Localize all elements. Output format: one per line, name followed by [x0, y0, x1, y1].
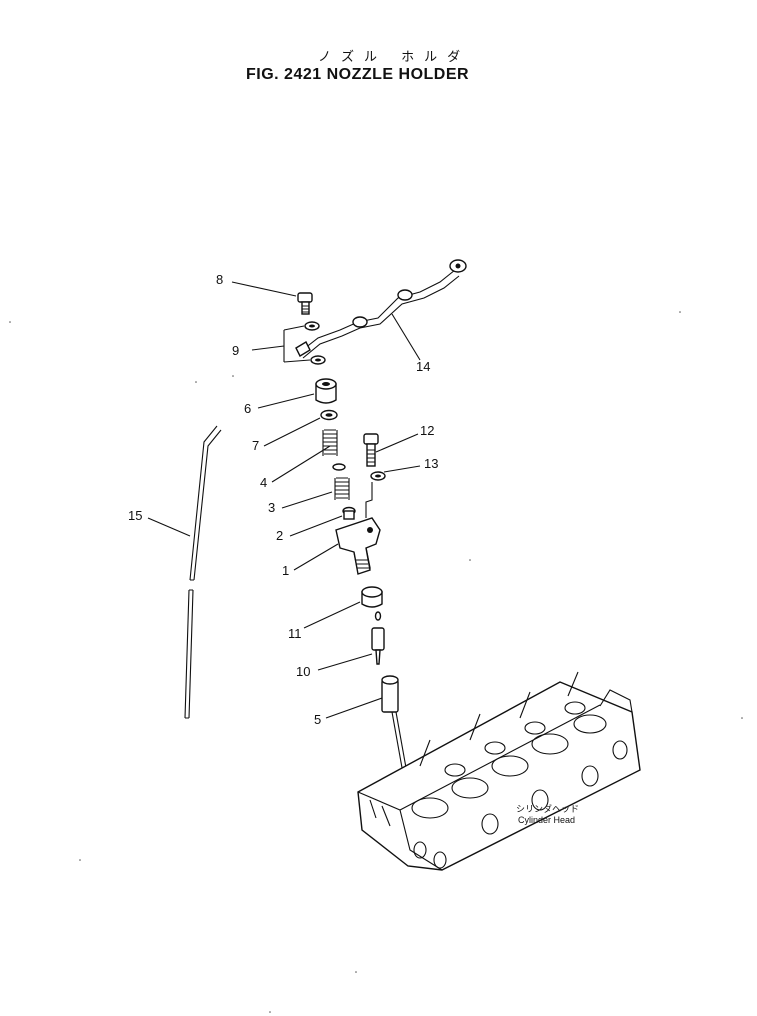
callout-8: 8 — [216, 272, 223, 287]
callout-14: 14 — [416, 359, 430, 374]
part-4-spring — [322, 429, 346, 471]
part-12-bolt — [363, 433, 379, 467]
part-6-cap-nut — [315, 378, 337, 404]
part-2-fitting — [342, 506, 356, 520]
callout-4: 4 — [260, 475, 267, 490]
scan-specks — [9, 311, 743, 1013]
part-11-nut — [361, 586, 383, 621]
part-7-washer — [320, 409, 338, 421]
part-5-sleeve — [381, 675, 411, 791]
cylinder-head-label-kana: シリンダヘッド — [516, 803, 579, 814]
callout-6: 6 — [244, 401, 251, 416]
callout-5: 5 — [314, 712, 321, 727]
callout-2: 2 — [276, 528, 283, 543]
part-15-rod — [184, 425, 222, 719]
callout-13: 13 — [424, 456, 438, 471]
part-1-nozzle-holder — [335, 517, 381, 575]
callout-15: 15 — [128, 508, 142, 523]
figure-title: FIG. 2421 NOZZLE HOLDER — [246, 66, 470, 83]
callout-1: 1 — [282, 563, 289, 578]
cylinder-head-label: Cylinder Head — [518, 815, 575, 825]
cylinder-head — [357, 671, 641, 871]
part-9-gaskets — [304, 321, 326, 365]
leader-lines — [147, 281, 421, 719]
assembly-guide-line — [365, 482, 373, 518]
callout-9: 9 — [232, 343, 239, 358]
cylinder-head-ports — [411, 701, 628, 869]
callout-12: 12 — [420, 423, 434, 438]
figure-title-kana: ノズル ホルダ — [318, 50, 471, 65]
part-10-nozzle — [371, 627, 385, 665]
callout-10: 10 — [296, 664, 310, 679]
part-14-pipe — [295, 259, 467, 359]
part-8-bolt — [297, 292, 313, 315]
callout-11: 11 — [288, 626, 302, 641]
part-13-washer — [370, 471, 386, 481]
callout-3: 3 — [268, 500, 275, 515]
callout-7: 7 — [252, 438, 259, 453]
part-3-spring — [334, 477, 350, 500]
